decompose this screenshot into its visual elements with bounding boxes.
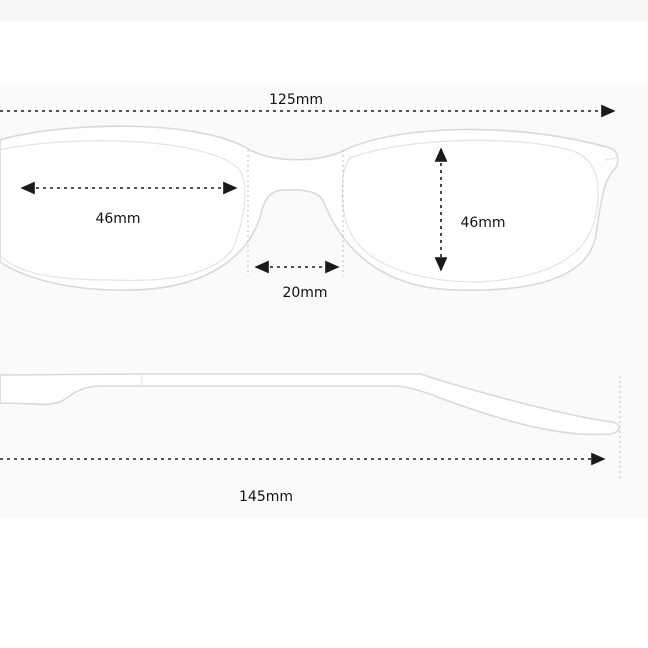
side-view [0,373,621,436]
front-view [0,125,619,291]
left-lens-outline [0,140,246,282]
right-hinge-line [605,157,617,161]
frame-outline [0,125,619,291]
bridge-width-label: 20mm [282,285,327,301]
top-band [0,0,648,22]
temple-arm-outline [0,373,621,436]
frame-width-label: 125mm [269,92,323,108]
right-lens-outline [341,139,599,283]
temple-length-label: 145mm [239,489,293,505]
lens-width-label: 46mm [95,211,140,227]
lens-height-label: 46mm [460,215,505,231]
